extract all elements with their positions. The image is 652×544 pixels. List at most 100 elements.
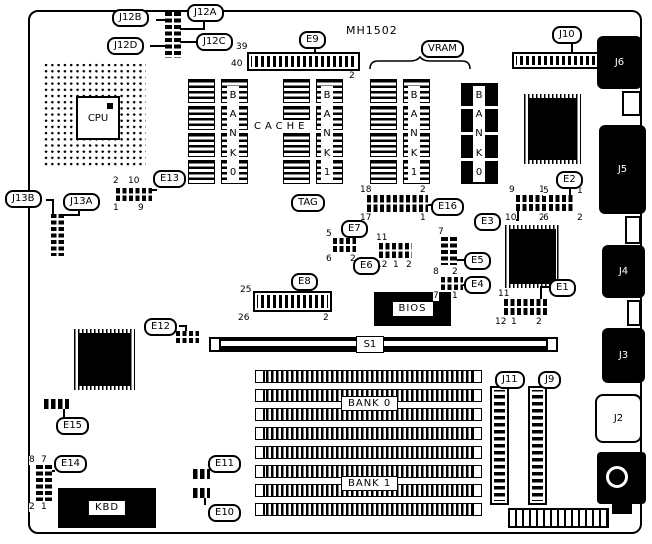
leader-line bbox=[179, 325, 187, 327]
callout-j12b: J12B bbox=[112, 9, 149, 27]
simm-bank0-label: BANK 0 bbox=[341, 396, 399, 411]
callout-j9: J9 bbox=[538, 371, 562, 389]
callout-e12: E12 bbox=[144, 318, 178, 336]
callout-e2: E2 bbox=[556, 171, 583, 189]
pin-number: 5 bbox=[543, 186, 549, 196]
callout-e10: E10 bbox=[208, 504, 242, 522]
port-j5: J5 bbox=[599, 125, 646, 214]
cache-label: CACHE bbox=[251, 120, 312, 133]
e13-jumper-block bbox=[116, 188, 152, 201]
callout-tag: TAG bbox=[291, 194, 325, 212]
dip-socket bbox=[188, 79, 215, 103]
cpu-pin1-marker bbox=[107, 103, 113, 109]
pin-number: 12 bbox=[376, 260, 388, 270]
s1-label: S1 bbox=[355, 336, 385, 353]
bios-chip: BIOS bbox=[374, 292, 451, 326]
pin-number: 9 bbox=[138, 203, 144, 213]
leader-line bbox=[63, 408, 65, 418]
e1-jumper-block bbox=[504, 299, 547, 315]
callout-e11: E11 bbox=[208, 455, 242, 473]
kbd-label: KBD bbox=[88, 501, 126, 515]
dip-socket bbox=[370, 79, 397, 103]
vram-brace bbox=[369, 56, 471, 70]
simm-slot bbox=[255, 446, 482, 459]
e6-jumper-block bbox=[379, 243, 412, 258]
callout-e13: E13 bbox=[153, 170, 187, 188]
j12-jumper-block bbox=[165, 12, 181, 58]
e10-jumper-block bbox=[193, 488, 210, 498]
e11-jumper-block bbox=[193, 469, 210, 479]
leader-line bbox=[52, 199, 54, 215]
leader-line bbox=[571, 43, 573, 53]
leader-line bbox=[569, 189, 571, 196]
pin-number: 10 bbox=[128, 176, 140, 186]
leader-line bbox=[461, 284, 466, 286]
qfp-chip bbox=[505, 225, 560, 288]
j9-connector bbox=[528, 386, 547, 505]
j10-connector bbox=[512, 52, 604, 69]
pin-number: 6 bbox=[543, 213, 549, 223]
leader-line bbox=[540, 286, 550, 288]
callout-e4: E4 bbox=[464, 276, 491, 294]
dip-socket bbox=[370, 106, 397, 130]
e14-jumper-block bbox=[36, 465, 52, 501]
port-j3: J3 bbox=[602, 328, 645, 383]
bios-label: BIOS bbox=[392, 302, 433, 316]
pin-number: 1 bbox=[452, 291, 458, 301]
qfp-chip bbox=[74, 329, 135, 390]
cache-bank0-label: BANK0 bbox=[227, 86, 239, 183]
callout-j10: J10 bbox=[552, 26, 582, 44]
din-port-ring bbox=[606, 466, 628, 488]
callout-e14: E14 bbox=[54, 455, 88, 473]
pin-number: 2 bbox=[452, 267, 458, 277]
pin-number: 7 bbox=[438, 227, 444, 237]
callout-e9: E9 bbox=[299, 31, 326, 49]
dip-socket bbox=[283, 133, 310, 157]
simm-slot bbox=[255, 503, 482, 516]
e4-jumper-block bbox=[441, 277, 463, 290]
pin-number: 39 bbox=[236, 42, 248, 52]
pin-number: 17 bbox=[360, 213, 372, 223]
cache-bank1-label: BANK1 bbox=[321, 86, 333, 183]
leader-line bbox=[517, 210, 519, 221]
dip-socket bbox=[370, 133, 397, 157]
port-j6: J6 bbox=[597, 36, 642, 89]
keyboard-controller-chip: KBD bbox=[58, 488, 156, 528]
pin-number: 5 bbox=[326, 229, 332, 239]
board-model-label: MH1502 bbox=[346, 24, 398, 37]
e3-jumper-block bbox=[516, 195, 546, 211]
e2-jumper-block bbox=[549, 195, 575, 211]
pin-number: 2 bbox=[349, 71, 355, 81]
e9-connector bbox=[247, 52, 360, 71]
cpu-label: CPU bbox=[87, 112, 109, 124]
cpu-chip: CPU bbox=[76, 96, 120, 140]
pin-number: 7 bbox=[41, 455, 47, 465]
e16-jumper-block bbox=[367, 195, 428, 212]
vram-bank0-label: BANK0 bbox=[473, 86, 485, 183]
leader-line bbox=[204, 498, 206, 505]
leader-line bbox=[456, 259, 465, 261]
pin-number: 1 bbox=[539, 185, 545, 195]
pin-number: 40 bbox=[231, 59, 243, 69]
port-j6-label: J6 bbox=[614, 57, 625, 68]
simm-bank1-label: BANK 1 bbox=[341, 476, 399, 491]
simm-slot bbox=[255, 370, 482, 383]
qfp-chip bbox=[524, 94, 581, 164]
e8-connector bbox=[253, 291, 332, 312]
pin-number: 2 bbox=[113, 176, 119, 186]
pin-number: 1 bbox=[41, 502, 47, 512]
e7-jumper-block bbox=[333, 238, 356, 252]
simm-slot bbox=[255, 427, 482, 440]
pin-number: 10 bbox=[505, 213, 517, 223]
callout-e3: E3 bbox=[474, 213, 501, 231]
rear-bracket bbox=[627, 300, 641, 326]
vram-bank1-label: BANK1 bbox=[408, 86, 420, 183]
pin-number: 8 bbox=[29, 455, 35, 465]
port-j3-label: J3 bbox=[618, 350, 629, 361]
pin-number: 1 bbox=[511, 317, 517, 327]
pin-number: 2 bbox=[420, 185, 426, 195]
callout-j13b: J13B bbox=[5, 190, 42, 208]
leader-line bbox=[156, 19, 166, 21]
pin-number: 11 bbox=[498, 289, 510, 299]
pin-number: 9 bbox=[509, 185, 515, 195]
